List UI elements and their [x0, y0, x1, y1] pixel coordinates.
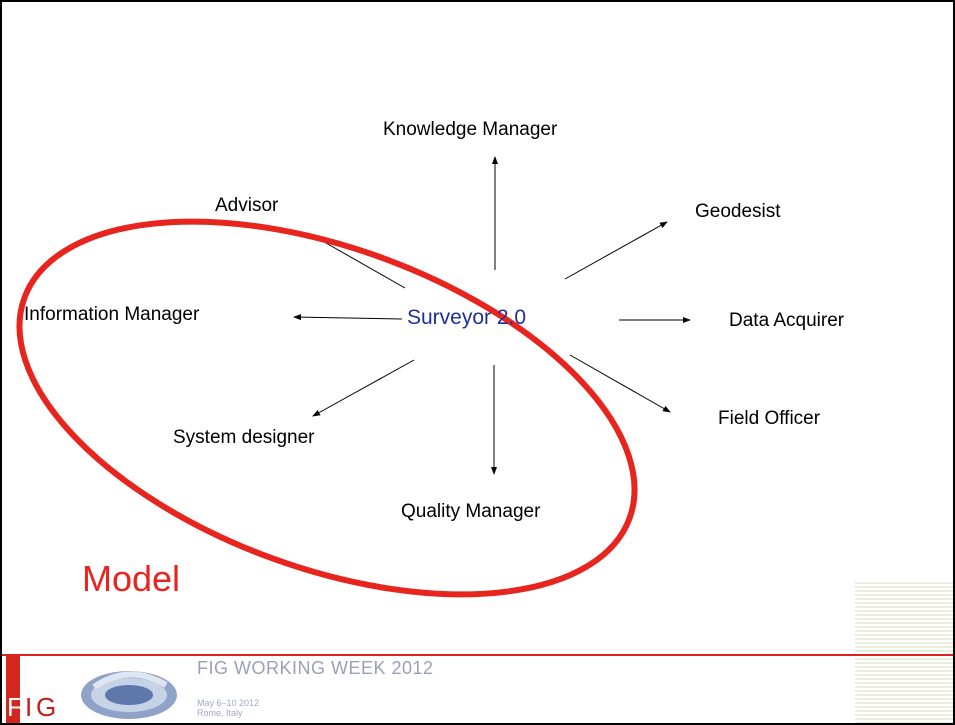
role-system-designer: System designer	[173, 427, 315, 448]
model-ellipse	[16, 218, 638, 598]
role-knowledge-manager: Knowledge Manager	[383, 119, 558, 140]
arrow-geodesist	[564, 221, 668, 280]
fig-logo-mark: F I G	[6, 656, 56, 723]
model-label: Model	[82, 558, 181, 599]
arrow-information-manager	[293, 314, 403, 321]
colosseum-logo-icon	[81, 671, 177, 719]
event-date-block: May 6–10 2012 Rome, Italy	[197, 698, 259, 718]
svg-text:G: G	[36, 692, 56, 722]
role-data-acquirer: Data Acquirer	[729, 310, 845, 331]
role-information-manager: Information Manager	[24, 304, 200, 325]
event-date: May 6–10 2012	[197, 698, 260, 708]
role-advisor: Advisor	[215, 195, 279, 216]
svg-text:F: F	[7, 692, 23, 722]
role-geodesist: Geodesist	[695, 201, 781, 222]
role-quality-manager: Quality Manager	[401, 501, 541, 522]
role-field-officer: Field Officer	[718, 408, 821, 429]
fig-logo: F I G	[6, 656, 66, 723]
arrow-advisor	[311, 234, 406, 289]
event-title: FIG WORKING WEEK 2012	[197, 658, 434, 678]
center-node: Surveyor 2.0	[407, 306, 527, 329]
decorative-stripes-image	[855, 582, 953, 723]
svg-text:I: I	[25, 692, 32, 722]
event-place: Rome, Italy	[197, 708, 243, 718]
arrow-field-officer	[569, 354, 671, 413]
footer-divider	[2, 654, 953, 656]
arrow-system-designer	[312, 359, 415, 417]
